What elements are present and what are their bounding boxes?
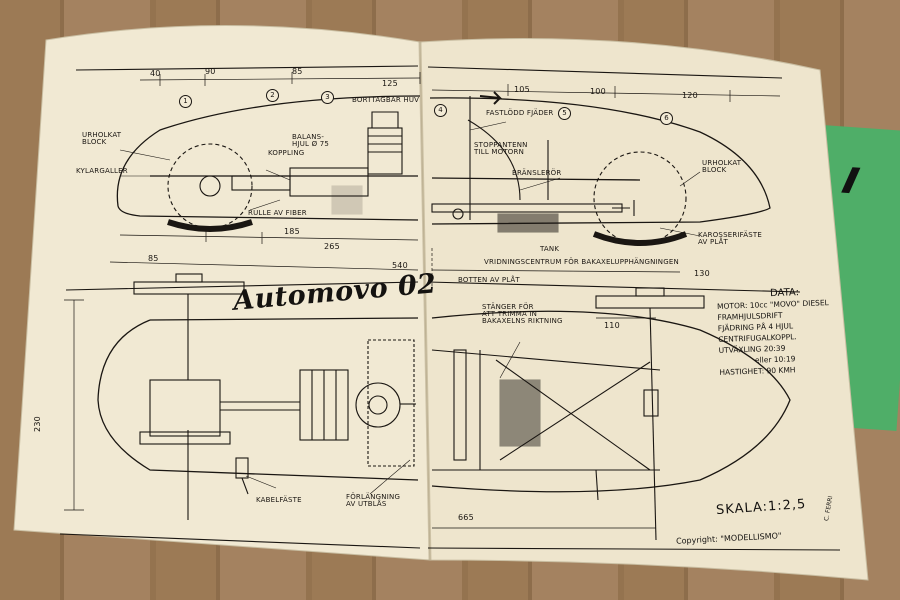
dim-85a: 85 (292, 67, 303, 76)
side-view-engine (176, 111, 403, 215)
direction-arrow (479, 91, 503, 105)
label-kabelfaste: KABELFÄSTE (256, 496, 302, 504)
left-page (13, 25, 431, 561)
page-gutter (418, 41, 432, 561)
data-specs-block: DATA: MOTOR: 10cc "MOVO" DIESEL FRAMHJUL… (716, 286, 831, 378)
label-vridningscentrum: VRIDNINGSCENTRUM FÖR BAKAXELUPPHÄNGNINGE… (484, 258, 679, 266)
dim-100: 100 (590, 87, 606, 96)
label-forlangning: FÖRLÄNGNING AV UTBLÅS (346, 493, 401, 508)
label-tank: TANK (540, 245, 560, 253)
label-rulle-av-fiber: RULLE AV FIBER (248, 209, 307, 217)
callout-5: 5 (558, 107, 571, 120)
plan-view-drivetrain (220, 339, 416, 467)
dim-125: 125 (382, 79, 398, 88)
label-urholkat-block-right: URHOLKAT BLOCK (702, 159, 742, 174)
label-borttagbar-huv: BORTTAGBAR HUV (352, 96, 420, 104)
dim-540: 540 (392, 261, 408, 270)
label-koppling: KOPPLING (268, 149, 305, 157)
right-page (419, 38, 869, 581)
label-fastlodd-fjader: FASTLÖDD FJÄDER (486, 109, 554, 117)
label-balanshjul: BALANS- HJUL Ø 75 (292, 133, 330, 148)
dim-85b: 85 (148, 254, 159, 263)
dim-110: 110 (604, 321, 620, 330)
plan-view-dimensions (64, 299, 656, 529)
callout-1: 1 (179, 95, 192, 108)
label-urholkat-block-left: URHOLKAT BLOCK (82, 131, 122, 146)
dim-130: 130 (694, 269, 710, 278)
leader-lines (119, 121, 701, 495)
side-view-chassis (431, 96, 635, 233)
label-kylargaller: KYLARGALLER (76, 167, 128, 175)
dim-185: 185 (284, 227, 300, 236)
flywheel (355, 382, 401, 428)
callout-2: 2 (266, 89, 279, 102)
label-bransleror: BRÄNSLERÖR (512, 169, 562, 177)
side-view-wheels (167, 143, 688, 246)
label-stanger: STÄNGER FÖR ATT TRIMMA IN BAKAXELNS RIKT… (482, 303, 563, 325)
label-botten-av-plat: BOTTEN AV PLÅT (458, 276, 520, 284)
dim-665: 665 (458, 513, 474, 522)
dim-40: 40 (150, 69, 161, 78)
dim-265: 265 (324, 242, 340, 251)
label-karosserifaste: KAROSSERIFÄSTE AV PLÅT (698, 231, 762, 246)
dim-120: 120 (682, 91, 698, 100)
callout-3: 3 (321, 91, 334, 104)
dim-90: 90 (205, 67, 216, 76)
callout-6: 6 (660, 112, 673, 125)
dim-230: 230 (32, 416, 42, 432)
label-stoppanten: STOPPANTENN TILL MOTORN (474, 141, 528, 156)
plan-view-body (97, 310, 791, 493)
side-view-dimensions (109, 72, 781, 290)
plan-view-front-axle (133, 273, 249, 520)
callout-4: 4 (434, 104, 447, 117)
drawing-frame (59, 65, 841, 551)
plan-view-chassis (431, 287, 705, 541)
dim-105: 105 (514, 85, 530, 94)
